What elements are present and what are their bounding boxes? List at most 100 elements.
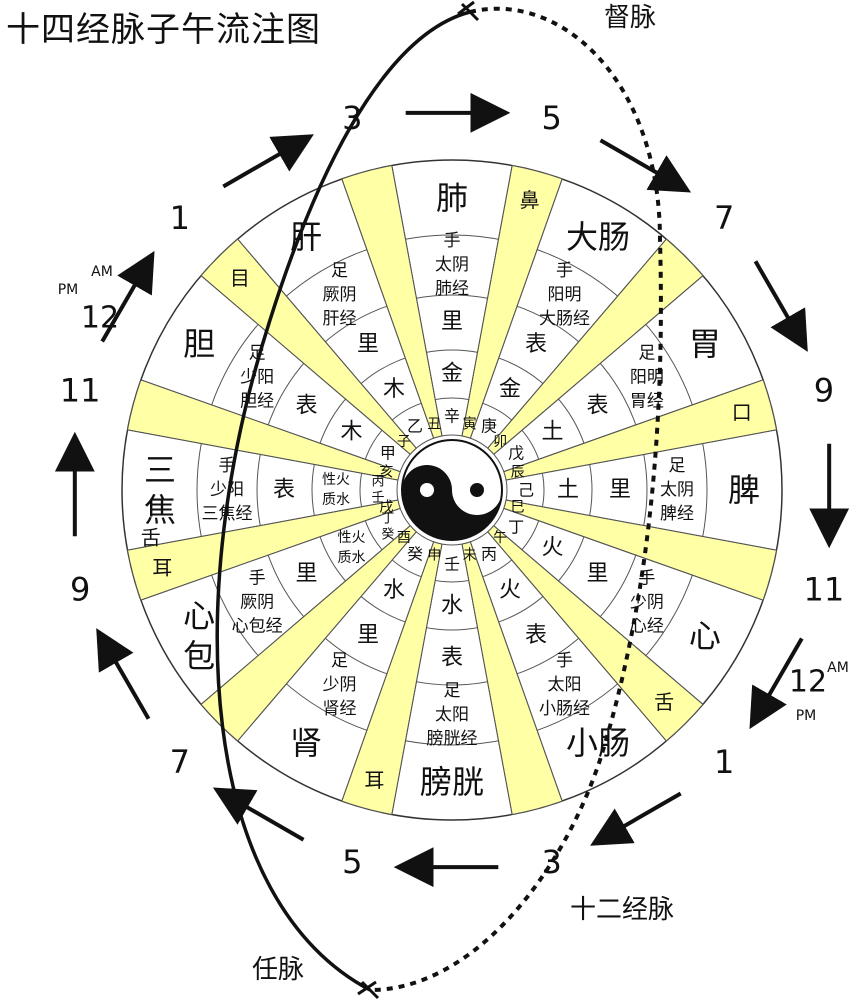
biaoli-label: 表 (441, 646, 463, 671)
ring-line (256, 294, 648, 686)
sense-organ: 舌 (141, 526, 161, 550)
flow-arrow (100, 250, 155, 343)
sense-organ: 耳 (152, 556, 172, 580)
spoke-line (127, 499, 399, 551)
twelve-meridians-label: 十二经脉 (570, 895, 674, 925)
organ-name: 胆 (183, 325, 215, 363)
flow-arrow (590, 791, 682, 846)
am-label: AM (91, 264, 113, 280)
earthly-branch: 卯 (493, 434, 507, 450)
heavenly-stem: 癸 (407, 545, 423, 564)
clock-hour: 7 (714, 199, 734, 237)
spoke-line (391, 543, 443, 815)
organ-name: 心 (183, 597, 215, 635)
am-label: AM (827, 660, 849, 676)
clock-hour: 9 (814, 371, 834, 409)
organ-name: 胃 (689, 325, 721, 363)
organ-name: 脾 (728, 471, 760, 509)
meridian-yinyang: 太阳 (548, 675, 582, 695)
element-label: 土 (541, 420, 563, 445)
meridian-yinyang: 少阴 (323, 675, 357, 695)
ring-line (196, 234, 708, 746)
heavenly-stem: 乙 (407, 416, 423, 435)
meridian-name: 小肠经 (539, 699, 590, 719)
spoke-line (505, 429, 777, 481)
spoke-line (127, 429, 399, 481)
ren-mai-label: 任脉 (252, 955, 304, 985)
organ-name: 大肠 (566, 218, 630, 256)
spoke-line (200, 275, 411, 455)
heavenly-stem: 丙 (371, 475, 384, 490)
sense-wedge (126, 379, 401, 481)
element-label: 水 (383, 578, 405, 603)
yinyang-dot (420, 483, 434, 497)
element-label: 木 (341, 420, 363, 445)
clock-hour: 5 (342, 843, 362, 881)
clock-hour: 9 (70, 571, 90, 609)
clock-hour: 11 (804, 571, 845, 609)
pm-label: PM (58, 282, 79, 298)
spoke-line (140, 379, 401, 473)
heavenly-stem: 甲 (380, 444, 396, 463)
meridian-hand-foot: 手 (556, 261, 573, 281)
meridian-yinyang: 太阴 (435, 255, 469, 275)
meridian-hand-foot: 足 (669, 456, 686, 476)
organ-name: 小肠 (566, 724, 630, 762)
meridian-yinyang: 阳明 (630, 368, 664, 388)
meridian-yinyang: 厥阴 (323, 285, 357, 305)
junction-mark (457, 0, 480, 22)
meridian-yinyang: 少阳 (240, 368, 274, 388)
heavenly-stem: 癸 (381, 528, 394, 543)
flow-arrow (96, 628, 151, 720)
biaoli-label: 里 (441, 310, 463, 335)
organ-name: 包 (183, 637, 215, 675)
flow-arrow (749, 637, 804, 730)
element-nature: 性火 (338, 530, 366, 546)
earthly-branch: 丑 (427, 416, 441, 432)
spoke-line (493, 525, 704, 705)
diagram-title: 十四经脉子午流注图 (6, 10, 321, 50)
earthly-branch: 亥 (379, 464, 393, 480)
earthly-branch: 子 (397, 434, 411, 450)
spoke-line (200, 525, 411, 705)
pm-label: PM (796, 708, 817, 724)
heavenly-stem: 丁 (508, 518, 524, 537)
element-substance: 质水 (322, 492, 350, 508)
sector-labels: 肺手太阴肺经里金辛寅大肠手阳明大肠经表金庚卯胃足阳明胃经表土戊辰脾足太阴脾经里土… (141, 179, 760, 801)
clock-hour: 1 (170, 199, 190, 237)
meridian-name: 心经 (630, 617, 664, 637)
earthly-branch: 戌 (379, 500, 393, 516)
spoke-line (237, 531, 417, 742)
biaoli-label: 表 (525, 623, 547, 648)
sense-wedge (487, 525, 704, 742)
organ-name: 心 (689, 617, 721, 655)
clock-hour: 1 (714, 743, 734, 781)
meridian-hand-foot: 足 (444, 681, 461, 701)
earthly-branch: 申 (427, 548, 441, 564)
earthly-branch: 巳 (511, 500, 525, 516)
meridian-name: 脾经 (660, 504, 694, 524)
element-label: 水 (441, 594, 463, 619)
spoke-line (341, 541, 435, 802)
flow-arrow (753, 260, 808, 352)
organ-name: 三 (144, 451, 176, 489)
organ-name: 肺 (436, 179, 468, 217)
noon-hour: 12 (789, 665, 827, 700)
meridian-yinyang: 厥阴 (240, 593, 274, 613)
heavenly-stem: 辛 (444, 407, 460, 426)
spoke-line (469, 178, 563, 439)
sense-organ: 舌 (654, 690, 674, 714)
yinyang-dot (470, 483, 484, 497)
heavenly-stem: 壬 (444, 555, 460, 574)
spoke-line (140, 507, 401, 601)
heavenly-stem: 庚 (481, 416, 497, 435)
sense-organ: 耳 (364, 768, 384, 792)
clock-hour: 11 (60, 371, 101, 409)
meridian-hand-foot: 手 (249, 569, 266, 589)
element-label: 金 (499, 377, 521, 402)
spoke-line (461, 165, 513, 437)
spoke-line (237, 238, 417, 449)
